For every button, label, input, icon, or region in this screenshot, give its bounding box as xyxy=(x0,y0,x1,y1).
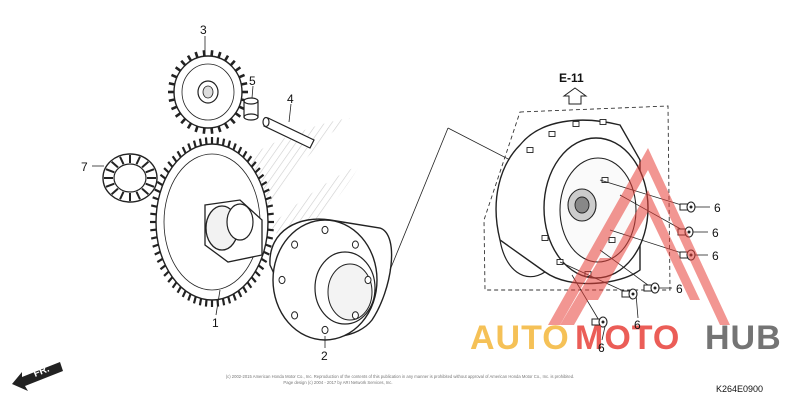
callout-4: 4 xyxy=(287,92,294,106)
automotohub-watermark: AUTO MOTO HUB xyxy=(470,148,782,357)
bushing-part xyxy=(243,97,259,121)
callout-7: 7 xyxy=(81,160,88,174)
copyright-line-1: (c) 2002-2015 American Honda Motor Co., … xyxy=(226,374,574,379)
small-gear-part xyxy=(168,50,248,134)
pin-part xyxy=(262,116,315,149)
watermark-moto: MOTO xyxy=(575,319,680,357)
diagram-code: K264E0900 xyxy=(716,384,763,394)
watermark-triangle-icon xyxy=(548,148,730,325)
large-gear-part xyxy=(150,137,274,307)
watermark-hub: HUB xyxy=(705,319,782,357)
reference-arrow-icon xyxy=(562,87,588,105)
copyright-line-2: Page design (c) 2004 - 2017 by ARI Netwo… xyxy=(283,380,392,385)
front-label: FR. xyxy=(32,363,51,379)
one-way-clutch-part xyxy=(269,218,393,341)
callout-6b: 6 xyxy=(712,226,719,240)
callout-6f: 6 xyxy=(598,341,605,355)
reference-group-label: E-11 xyxy=(559,71,584,85)
needle-bearing-part xyxy=(102,153,158,203)
front-direction-icon: FR. xyxy=(12,362,63,391)
callout-3: 3 xyxy=(200,23,207,37)
callout-6c: 6 xyxy=(712,249,719,263)
callout-2: 2 xyxy=(321,349,328,363)
callout-1: 1 xyxy=(212,316,219,330)
callout-5: 5 xyxy=(249,74,256,88)
watermark-auto: AUTO xyxy=(470,319,570,357)
callout-6d: 6 xyxy=(676,282,683,296)
callout-6e: 6 xyxy=(634,318,641,332)
leader-lines xyxy=(92,36,511,348)
callout-6a: 6 xyxy=(714,201,721,215)
